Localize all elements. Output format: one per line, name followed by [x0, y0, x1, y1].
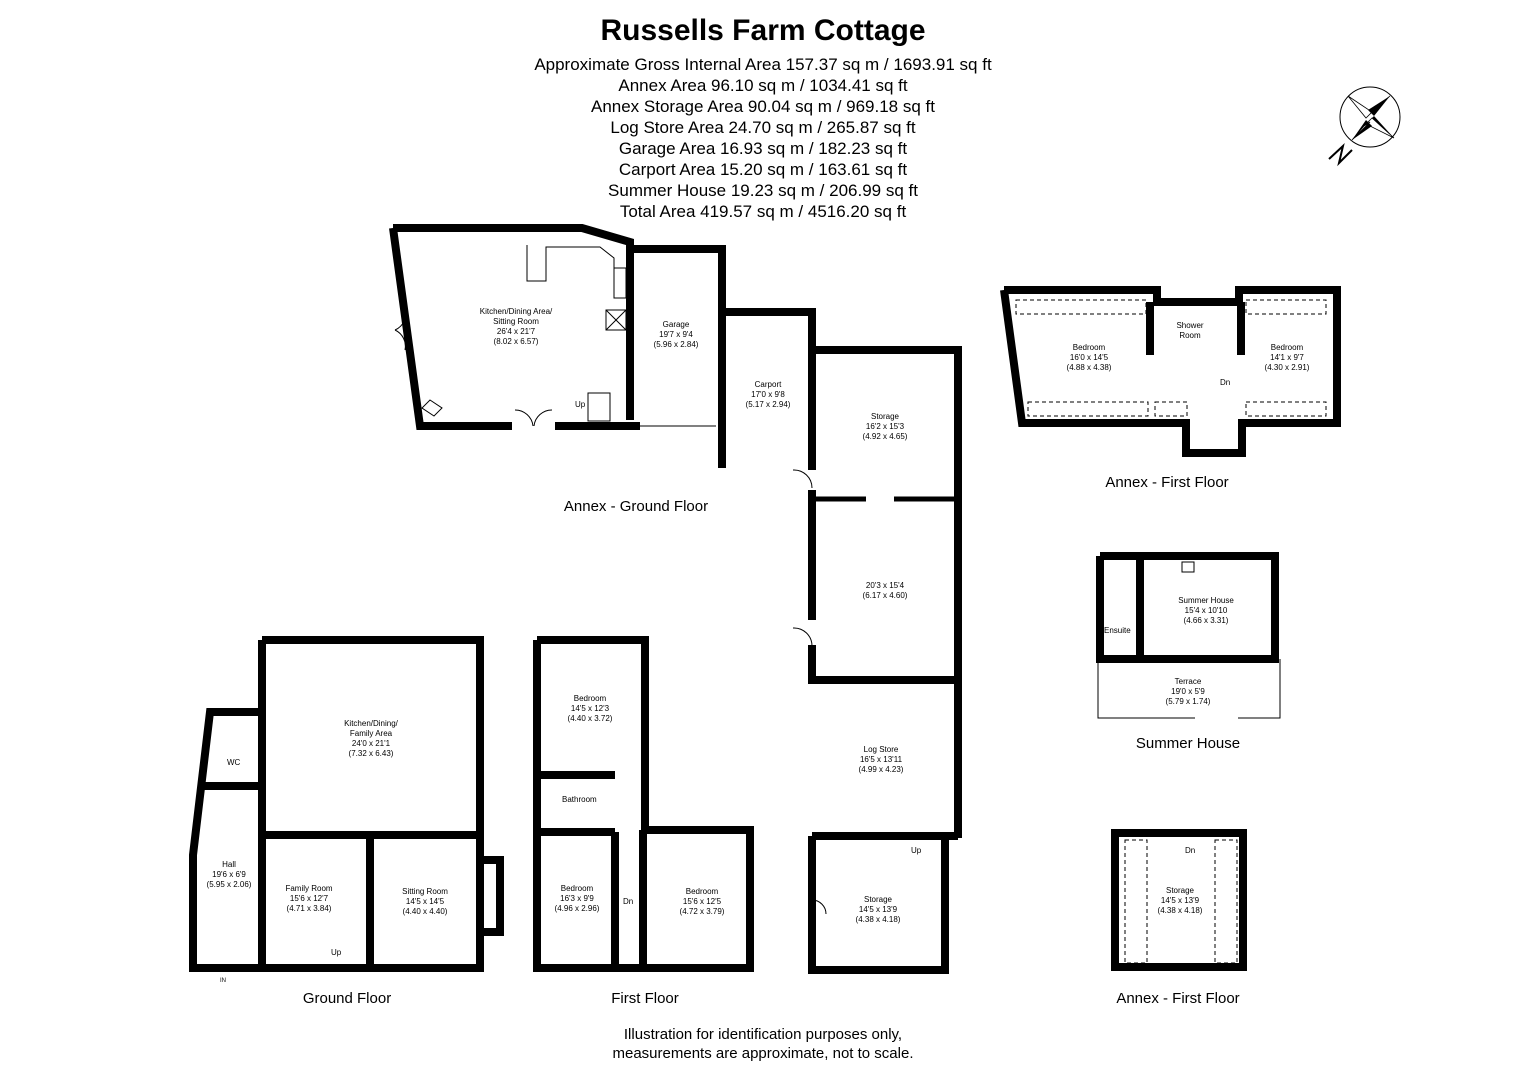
room-label-terrace: Terrace 19'0 x 5'9 (5.79 x 1.74) — [1165, 677, 1211, 706]
fireplace-icon — [421, 399, 443, 417]
room-label-annex-bedroom-1: Bedroom 16'0 x 14'5 (4.88 x 4.38) — [1066, 343, 1112, 372]
floor-label-summer-house: Summer House — [1135, 735, 1241, 752]
room-label-first-bedroom-3: Bedroom 15'6 x 12'5 (4.72 x 3.79) — [679, 887, 725, 916]
room-label-bathroom: Bathroom — [562, 795, 597, 804]
area-line-annex: Annex Area 96.10 sq m / 1034.41 sq ft — [618, 76, 908, 95]
area-summary: Approximate Gross Internal Area 157.37 s… — [0, 54, 1526, 222]
room-label-storage-3: Storage 14'5 x 13'9 (4.38 x 4.18) — [855, 895, 901, 924]
first-floor-walls — [533, 636, 754, 972]
floor-label-annex-first-storage: Annex - First Floor — [1116, 990, 1240, 1007]
room-label-family-room: Family Room 15'6 x 12'7 (4.71 x 3.84) — [285, 884, 333, 913]
room-label-storage-2: 20'3 x 15'4 (6.17 x 4.60) — [862, 581, 908, 600]
summer-house-walls — [1096, 552, 1279, 663]
room-label-sitting-room: Sitting Room 14'5 x 14'5 (4.40 x 4.40) — [402, 887, 448, 916]
room-label-first-bedroom-2: Bedroom 16'3 x 9'9 (4.96 x 2.96) — [554, 884, 600, 913]
annex-ground-floor-walls — [389, 224, 962, 974]
floor-label-first: First Floor — [611, 990, 679, 1007]
area-line-annex-storage: Annex Storage Area 90.04 sq m / 969.18 s… — [590, 97, 935, 116]
entrance-label: IN — [220, 978, 226, 984]
room-label-carport: Carport 17'0 x 9'8 (5.17 x 2.94) — [745, 380, 791, 409]
room-label-first-bedroom-1: Bedroom 14'5 x 12'3 (4.40 x 3.72) — [567, 694, 613, 723]
room-label-hall: Hall 19'6 x 6'9 (5.95 x 2.06) — [206, 860, 252, 889]
room-label-wc: WC — [227, 758, 241, 767]
room-label-storage-1: Storage 16'2 x 15'3 (4.92 x 4.65) — [862, 412, 908, 441]
area-line-log-store: Log Store Area 24.70 sq m / 265.87 sq ft — [610, 118, 916, 137]
room-label-ensuite: Ensuite — [1104, 626, 1131, 635]
stair-up-label: Up — [575, 400, 586, 409]
floor-label-annex-first: Annex - First Floor — [1105, 474, 1229, 491]
area-line-total: Total Area 419.57 sq m / 4516.20 sq ft — [619, 202, 907, 221]
room-label-annex-kitchen: Kitchen/Dining Area/ Sitting Room 26'4 x… — [479, 307, 553, 346]
stair-up-label-storage: Up — [911, 846, 922, 855]
compass-rose-icon — [1328, 86, 1401, 167]
ground-floor-walls — [189, 636, 504, 972]
area-line-carport: Carport Area 15.20 sq m / 163.61 sq ft — [618, 160, 908, 179]
stair-down-label-storage: Dn — [1185, 846, 1196, 855]
room-label-shower-room: Shower Room — [1176, 321, 1204, 340]
room-label-ground-kitchen: Kitchen/Dining/ Family Area 24'0 x 21'1 … — [344, 719, 398, 758]
room-label-summer-house: Summer House 15'4 x 10'10 (4.66 x 3.31) — [1178, 596, 1234, 625]
floor-label-annex-ground: Annex - Ground Floor — [563, 498, 709, 515]
annex-storage-walls — [1111, 829, 1247, 971]
area-line-garage: Garage Area 16.93 sq m / 182.23 sq ft — [618, 139, 908, 158]
disclaimer: Illustration for identification purposes… — [612, 1026, 914, 1062]
stair-down-label-first: Dn — [623, 897, 634, 906]
room-label-garage: Garage 19'7 x 9'4 (5.96 x 2.84) — [653, 320, 699, 349]
page-title: Russells Farm Cottage — [600, 14, 926, 47]
stair-up-label-ground: Up — [331, 948, 342, 957]
room-label-annex-bedroom-2: Bedroom 14'1 x 9'7 (4.30 x 2.91) — [1264, 343, 1310, 372]
room-label-annex-storage: Storage 14'5 x 13'9 (4.38 x 4.18) — [1157, 886, 1203, 915]
area-line-gross: Approximate Gross Internal Area 157.37 s… — [534, 55, 992, 74]
annex-first-floor-walls — [1000, 286, 1341, 457]
stair-down-label: Dn — [1220, 378, 1231, 387]
floor-label-ground: Ground Floor — [302, 990, 392, 1007]
area-line-summer-house: Summer House 19.23 sq m / 206.99 sq ft — [608, 181, 918, 200]
room-label-log-store: Log Store 16'5 x 13'11 (4.99 x 4.23) — [858, 745, 904, 774]
